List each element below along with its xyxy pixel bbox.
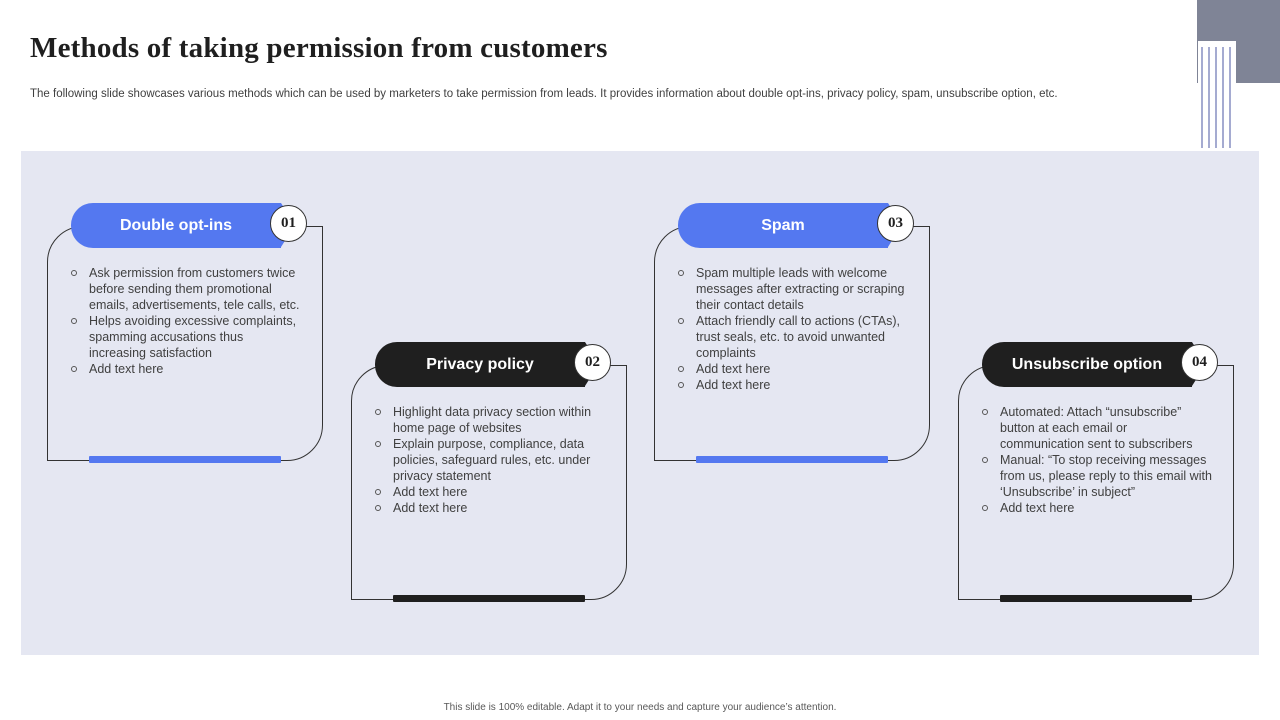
list-item: Explain purpose, compliance, data polici… xyxy=(373,436,605,484)
list-item: Automated: Attach “unsubscribe” button a… xyxy=(980,404,1212,452)
card-points: Automated: Attach “unsubscribe” button a… xyxy=(980,404,1212,516)
card-title: Double opt-ins xyxy=(71,203,295,248)
list-item: Ask permission from customers twice befo… xyxy=(69,265,301,313)
card-number-badge: 04 xyxy=(1181,344,1218,381)
card-title: Unsubscribe option xyxy=(982,342,1206,387)
card-title: Privacy policy xyxy=(375,342,599,387)
card-accent-bar xyxy=(696,456,888,463)
deco-line xyxy=(1201,47,1203,148)
card-accent-bar xyxy=(1000,595,1192,602)
corner-lines xyxy=(1198,41,1236,148)
deco-line xyxy=(1208,47,1210,148)
card-accent-bar xyxy=(89,456,281,463)
list-item: Spam multiple leads with welcome message… xyxy=(676,265,908,313)
card-points: Ask permission from customers twice befo… xyxy=(69,265,301,377)
list-item: Add text here xyxy=(676,377,908,393)
card-number-badge: 02 xyxy=(574,344,611,381)
list-item: Helps avoiding excessive complaints, spa… xyxy=(69,313,301,361)
deco-line xyxy=(1215,47,1217,148)
list-item: Add text here xyxy=(980,500,1212,516)
page-title: Methods of taking permission from custom… xyxy=(30,32,608,64)
footer-note: This slide is 100% editable. Adapt it to… xyxy=(443,702,837,713)
list-item: Highlight data privacy section within ho… xyxy=(373,404,605,436)
list-item: Attach friendly call to actions (CTAs), … xyxy=(676,313,908,361)
card-title: Spam xyxy=(678,203,902,248)
list-item: Add text here xyxy=(373,484,605,500)
deco-line xyxy=(1222,47,1224,148)
card-number-badge: 01 xyxy=(270,205,307,242)
list-item: Manual: “To stop receiving messages from… xyxy=(980,452,1212,500)
page-subtitle: The following slide showcases various me… xyxy=(30,88,1058,100)
deco-line xyxy=(1229,47,1231,148)
list-item: Add text here xyxy=(69,361,301,377)
card-points: Highlight data privacy section within ho… xyxy=(373,404,605,516)
card-accent-bar xyxy=(393,595,585,602)
list-item: Add text here xyxy=(373,500,605,516)
list-item: Add text here xyxy=(676,361,908,377)
card-number-badge: 03 xyxy=(877,205,914,242)
card-points: Spam multiple leads with welcome message… xyxy=(676,265,908,393)
